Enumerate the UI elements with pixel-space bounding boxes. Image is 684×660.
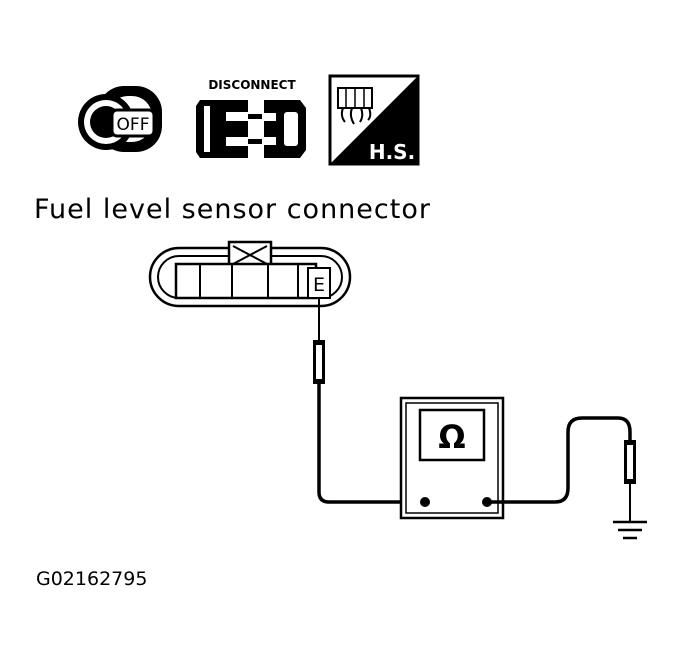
ignition-off-icon: OFF: [78, 86, 162, 152]
disconnect-label: DISCONNECT: [208, 78, 296, 92]
ground-icon: [613, 520, 647, 540]
meter-terminal-left: [420, 497, 430, 507]
figure-code: G02162795: [36, 568, 147, 590]
harness-side-label: H.S.: [369, 140, 415, 164]
harness-side-icon: H.S.: [328, 74, 420, 166]
meter-lead-right: [487, 416, 636, 522]
fuel-level-sensor-connector: E: [148, 240, 352, 308]
ohm-symbol: Ω: [438, 418, 465, 456]
connector-title: Fuel level sensor connector: [34, 194, 431, 225]
terminal-e-label: E: [313, 274, 325, 296]
ohmmeter: Ω: [399, 396, 505, 520]
disconnect-icon: DISCONNECT: [196, 78, 306, 158]
meter-lead-left: [313, 298, 425, 504]
ignition-off-label: OFF: [117, 115, 150, 135]
